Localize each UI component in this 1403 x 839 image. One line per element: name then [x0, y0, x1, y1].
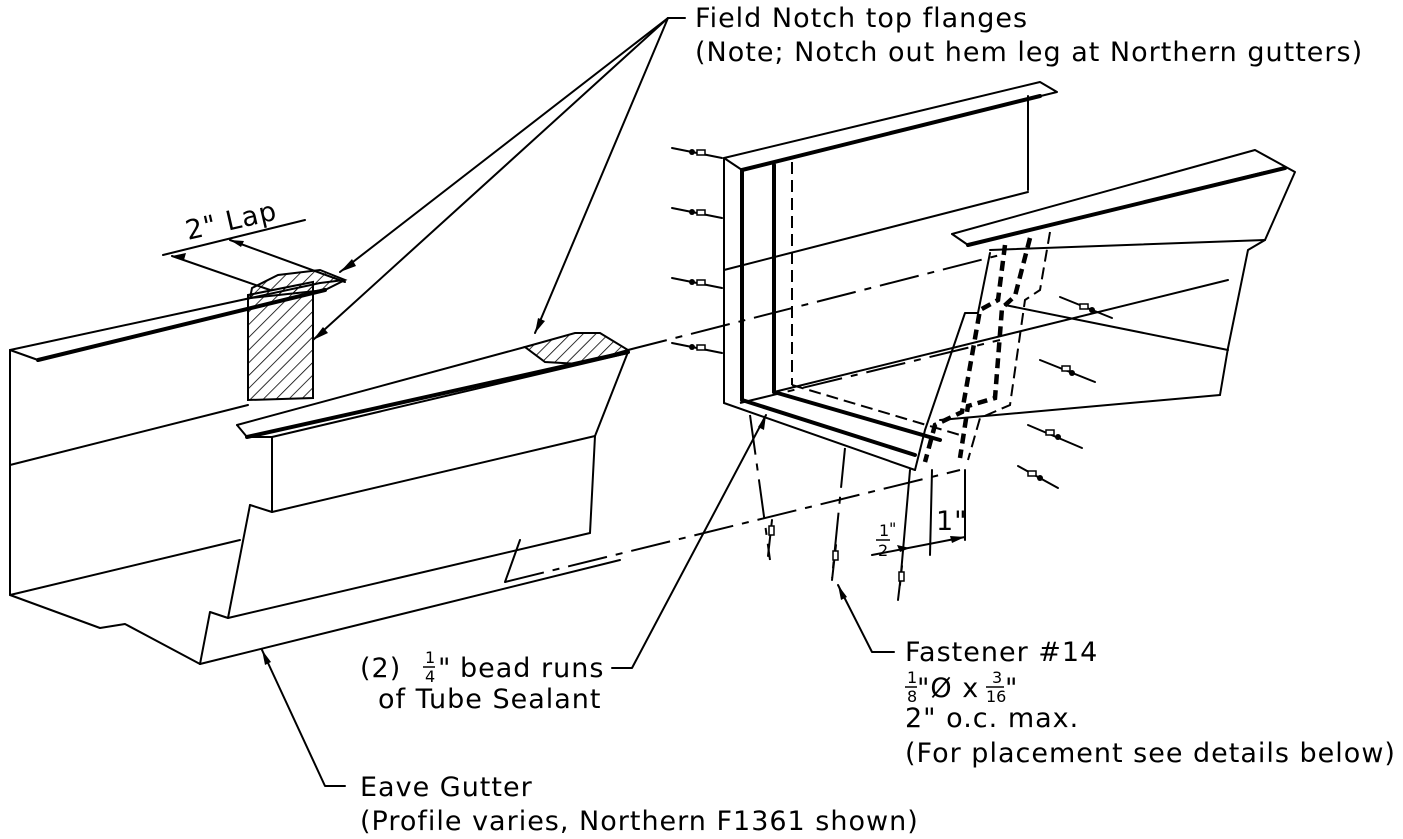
label-fastener-placement: (For placement see details below) [905, 738, 1396, 769]
fastener-rivet [897, 565, 905, 601]
label-sealant-frac-den: 4 [425, 667, 435, 686]
fastener-rivet [831, 544, 839, 581]
fastener-rivet [1017, 465, 1059, 489]
label-fastener-len-den: 16 [986, 687, 1006, 706]
label-fastener: Fastener #14 [905, 637, 1098, 668]
right-gutter-section [723, 81, 1296, 586]
label-sealant-bead: " [438, 653, 451, 684]
alignment-center-lines [504, 254, 1001, 583]
label-dim-half-mark: " [889, 519, 896, 538]
label-fastener-dia-den: 8 [907, 687, 917, 706]
label-field-notch-note: (Note; Notch out hem leg at Northern gut… [695, 37, 1363, 68]
fastener-rivet [671, 277, 723, 289]
label-sealant-type: of Tube Sealant [378, 684, 602, 715]
label-field-notch: Field Notch top flanges [695, 3, 1028, 34]
label-sealant-frac-num: 1 [425, 648, 435, 667]
fastener-rivet [767, 519, 775, 557]
label-fastener-len-num: 3 [992, 668, 1002, 687]
label-dim-one: 1" [936, 506, 968, 537]
label-sealant-runs: bead runs [460, 653, 604, 684]
label-dim-half-den: 2 [878, 541, 888, 560]
fastener-rivet [1039, 359, 1096, 383]
fastener-rivet [1027, 424, 1083, 449]
fastener-rivet [671, 147, 723, 159]
label-sealant-count: (2) [360, 653, 401, 684]
label-fastener-len-mark: " [1005, 673, 1018, 704]
labels: Field Notch top flanges (Note; Notch out… [183, 3, 1396, 837]
leaders [162, 17, 966, 787]
label-eave-gutter: Eave Gutter [360, 772, 533, 803]
label-eave-profile: (Profile varies, Northern F1361 shown) [360, 806, 919, 837]
label-dim-half-num: 1 [879, 521, 889, 540]
fastener-rivet [671, 342, 723, 354]
fastener-rivet [671, 207, 723, 219]
fasteners [671, 147, 1113, 601]
label-fastener-x: "Ø x [917, 673, 979, 704]
left-gutter-section [9, 268, 631, 665]
label-fastener-spacing: 2" o.c. max. [905, 703, 1079, 734]
label-fastener-dia-num: 1 [907, 668, 917, 687]
fastener-rivet [1059, 296, 1113, 319]
